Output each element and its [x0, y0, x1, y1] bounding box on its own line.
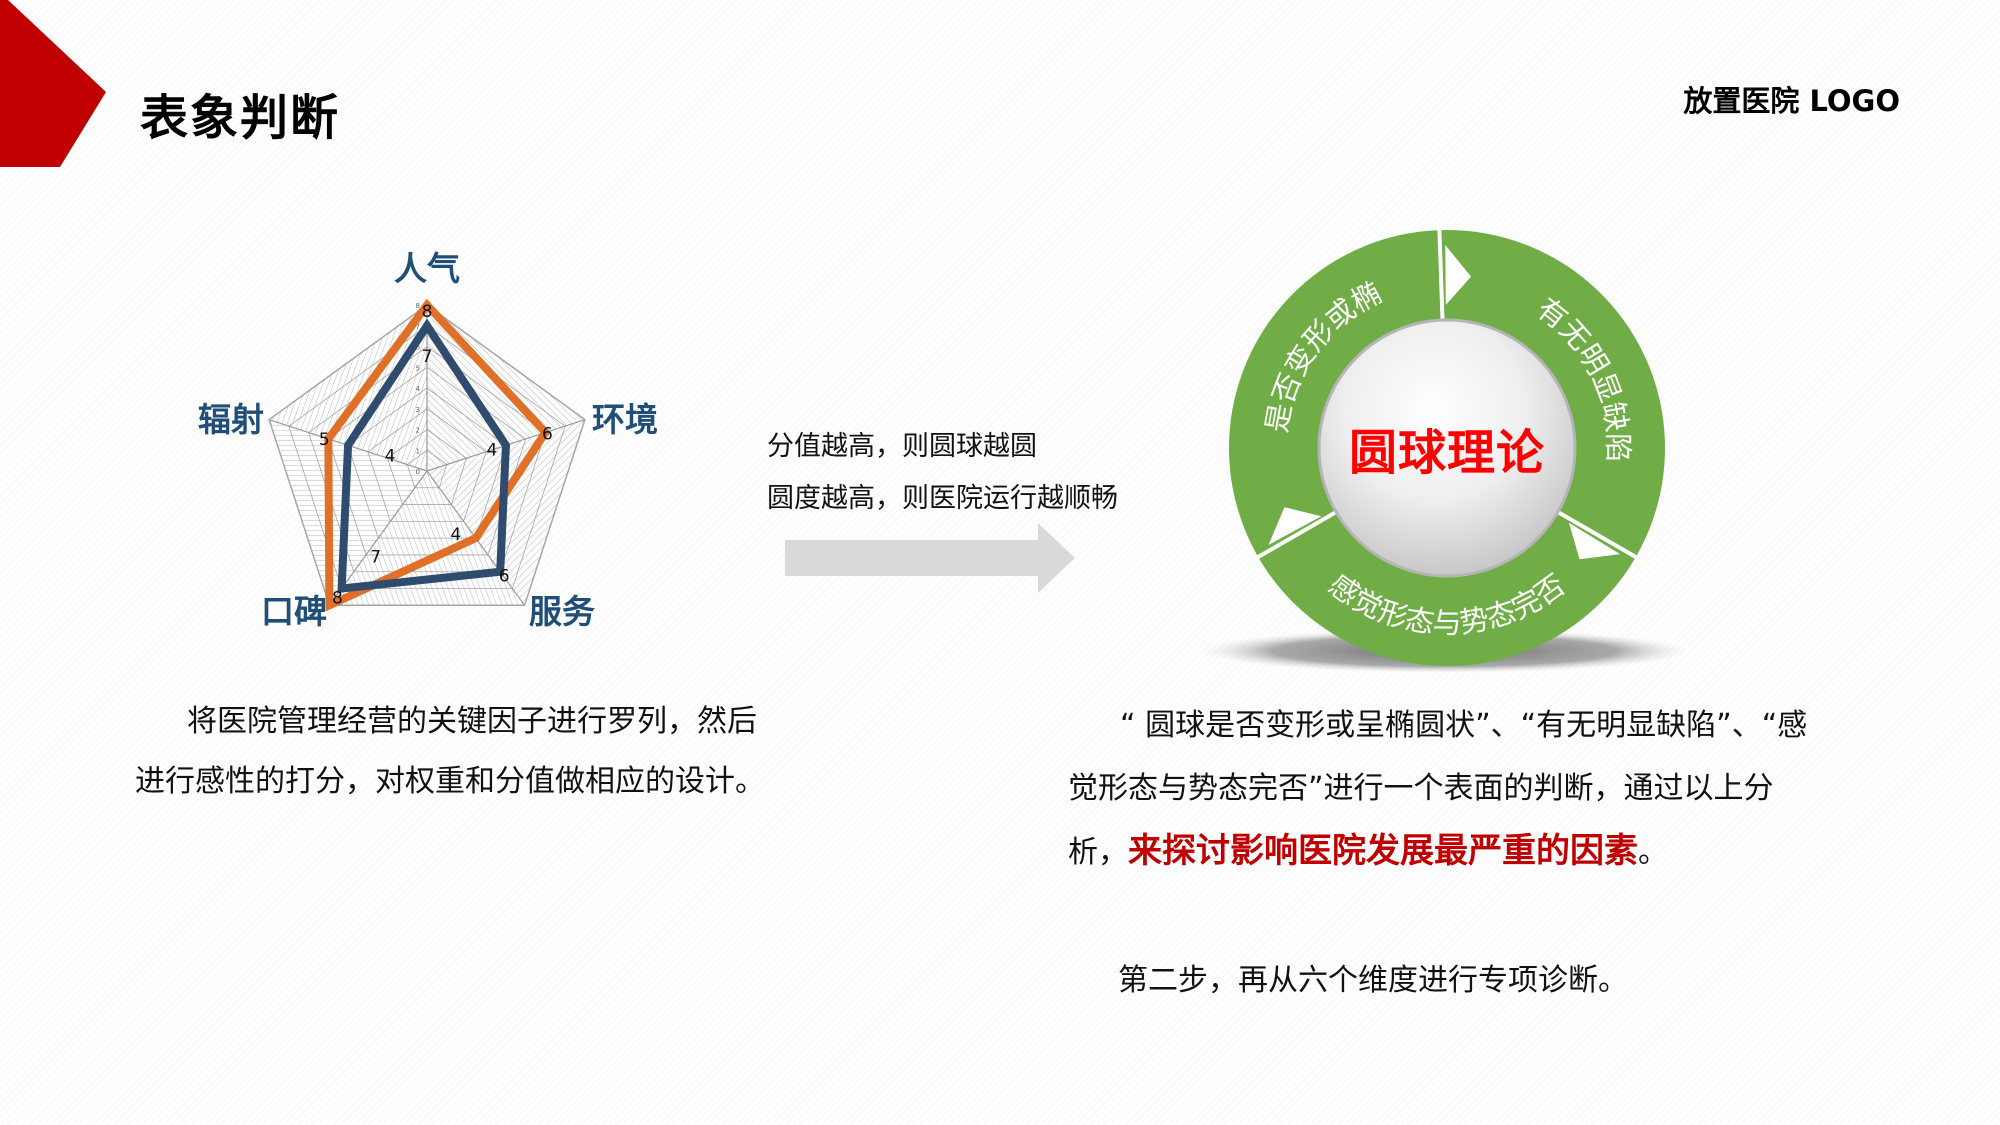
svg-text:2: 2: [416, 427, 420, 435]
next-step-text: 第二步，再从六个维度进行专项诊断。: [1118, 963, 1628, 998]
right-arrow-icon: [785, 523, 1075, 593]
right-description-paragraph: “ 圆球是否变形或呈椭圆状”、“有无明显缺陷”、“感觉形态与势态完否”进行一个表…: [1068, 694, 1828, 884]
svg-text:8: 8: [416, 302, 420, 310]
svg-text:7: 7: [370, 548, 381, 568]
svg-text:7: 7: [416, 323, 420, 331]
radar-axis-label-popularity: 人气: [394, 249, 460, 288]
svg-text:8: 8: [332, 588, 343, 608]
svg-text:5: 5: [416, 364, 420, 372]
svg-text:0: 0: [416, 468, 420, 476]
score-explanation-line-1: 分值越高，则圆球越圆: [767, 431, 1037, 462]
radar-axis-label-reputation: 口碑: [261, 592, 327, 631]
sphere-theory-diagram: 有无明显缺陷感觉形态与势态完否是否变形或椭: [1180, 220, 1720, 690]
svg-text:6: 6: [499, 567, 510, 587]
radar-axis-label-radiation: 辐射: [198, 400, 264, 439]
svg-text:4: 4: [416, 385, 421, 393]
corner-accent-shape: [0, 0, 106, 167]
key-factor-highlight: 来探讨影响医院发展最严重的因素: [1128, 831, 1638, 871]
page-title: 表象判断: [140, 90, 341, 146]
left-description-paragraph: 将医院管理经营的关键因子进行罗列，然后进行感性的打分，对权重和分值做相应的设计。: [135, 692, 775, 812]
svg-text:1: 1: [416, 447, 420, 455]
svg-text:4: 4: [450, 525, 461, 545]
radar-axis-label-service: 服务: [529, 592, 595, 631]
right-description-text: “ 圆球是否变形或呈椭圆状”、“有无明显缺陷”、“感觉形态与势态完否”进行一个表…: [1068, 708, 1808, 870]
svg-text:5: 5: [319, 430, 330, 450]
left-description-text: 将医院管理经营的关键因子进行罗列，然后进行感性的打分，对权重和分值做相应的设计。: [135, 704, 765, 799]
right-description-suffix: 。: [1638, 835, 1668, 870]
svg-text:3: 3: [416, 406, 420, 414]
svg-text:7: 7: [422, 347, 433, 367]
hospital-logo-placeholder: 放置医院 LOGO: [1683, 84, 1900, 118]
svg-text:8: 8: [422, 302, 433, 322]
sphere-theory-title: 圆球理论: [1348, 425, 1546, 481]
svg-text:6: 6: [542, 425, 553, 445]
svg-text:4: 4: [487, 440, 498, 460]
score-explanation-line-2: 圆度越高，则医院运行越顺畅: [767, 483, 1118, 514]
svg-text:6: 6: [416, 344, 421, 352]
svg-text:4: 4: [385, 446, 396, 466]
radar-axis-label-environment: 环境: [592, 400, 658, 439]
